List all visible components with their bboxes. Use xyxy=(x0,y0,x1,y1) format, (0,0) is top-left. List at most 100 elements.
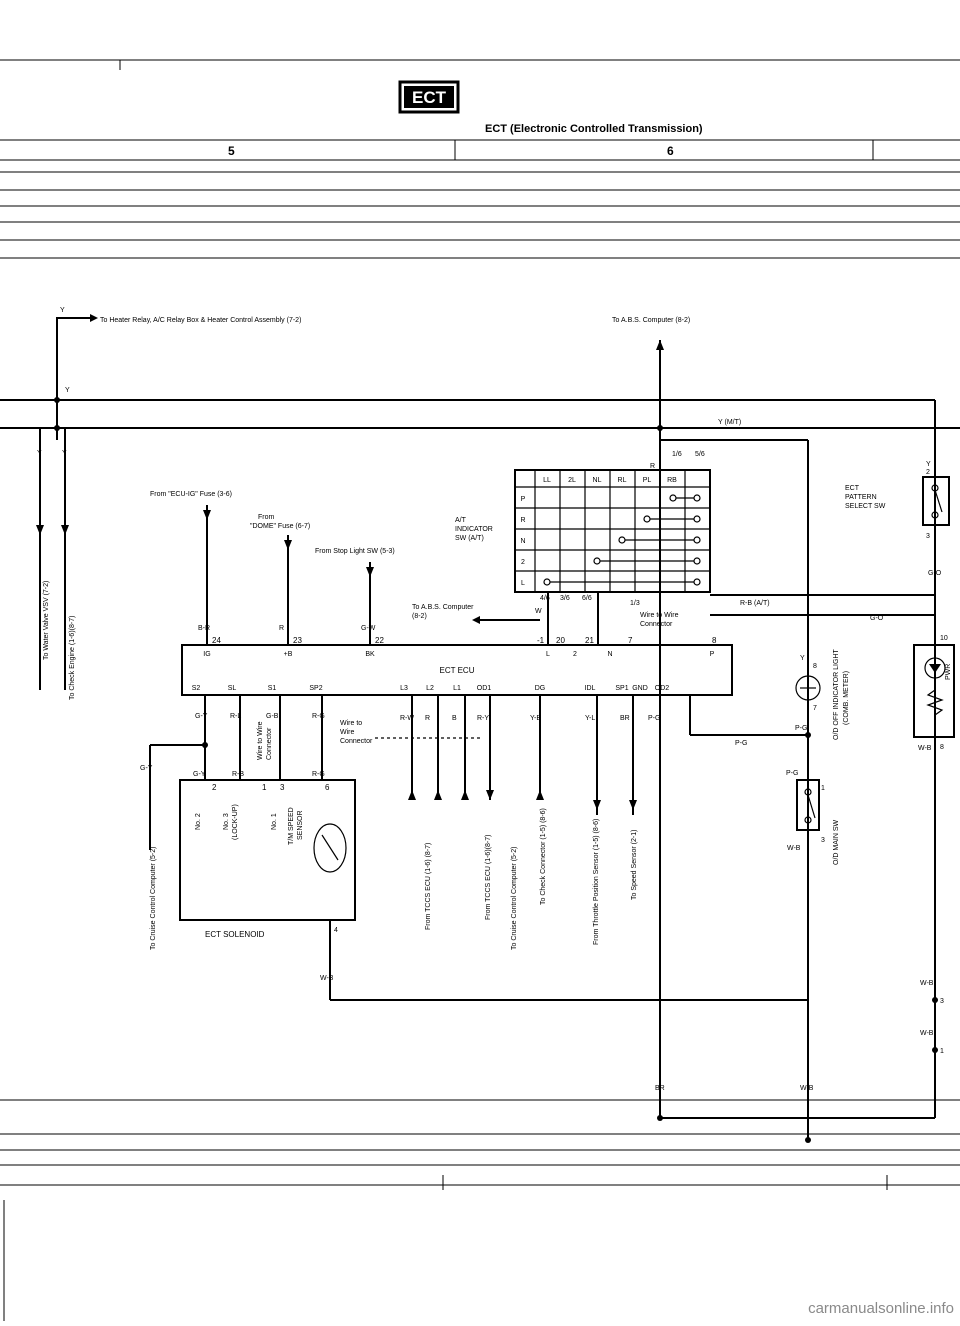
at-switch-col-label: RL xyxy=(618,477,627,484)
svg-text:R: R xyxy=(425,715,430,722)
solenoid-title: ECT SOLENOID xyxy=(205,930,265,939)
watermark: carmanualsonline.info xyxy=(808,1300,954,1317)
svg-text:P-G: P-G xyxy=(735,740,747,747)
tccs-label-1: From TCCS ECU (1-6) (8-7) xyxy=(425,843,432,930)
ecu-bottom-pin-label: L3 xyxy=(400,685,408,692)
comb-meter-label: (COMB. METER) xyxy=(843,671,850,725)
ect-solenoid: G-Y To Cruise Control Computer (5-2) ECT… xyxy=(140,742,808,1001)
throttle-label: From Throttle Position Sensor (1-5) (8-6… xyxy=(593,819,600,945)
svg-text:3: 3 xyxy=(926,533,930,540)
pwr-indicator: PWR 10 8 W-B 3 1 W-B W-B xyxy=(913,635,955,1055)
pattern-sel-3: SELECT SW xyxy=(845,503,886,510)
cruise-mid-label: To Cruise Control Computer (5-2) xyxy=(511,847,518,950)
svg-text:R-G: R-G xyxy=(312,771,325,778)
svg-text:1: 1 xyxy=(262,783,267,792)
header-rules xyxy=(0,59,960,259)
wtw-left-2: Connector xyxy=(266,727,273,760)
ecu-label: ECT ECU xyxy=(440,666,475,675)
speed-sensor-label: To Speed Sensor (2-1) xyxy=(631,830,638,900)
ecu-bottom-pin-label: GND xyxy=(632,685,648,692)
svg-text:6/6: 6/6 xyxy=(582,595,592,602)
ecu-outputs: G-Y R-L G-B R-G R-W R B R-Y Y-B Y-L BR P… xyxy=(195,695,661,815)
at-switch-col-label: PL xyxy=(643,477,652,484)
svg-text:G-O: G-O xyxy=(870,615,884,622)
svg-text:G-O: G-O xyxy=(928,570,942,577)
ecu-top-pin-label: BK xyxy=(365,651,375,658)
at-ind-label-1: A/T xyxy=(455,517,467,524)
svg-text:4: 4 xyxy=(334,927,338,934)
svg-text:1/6: 1/6 xyxy=(672,451,682,458)
cruise-left-label: To Cruise Control Computer (5-2) xyxy=(150,847,157,950)
svg-text:W-B: W-B xyxy=(787,845,801,852)
svg-text:3: 3 xyxy=(940,998,944,1005)
lockup-label: (LOCK-UP) xyxy=(232,804,239,840)
at-switch-row-label: L xyxy=(521,580,525,587)
od-light-label: O/D OFF INDICATOR LIGHT xyxy=(833,649,840,740)
at-ind-label-2: INDICATOR xyxy=(455,526,493,533)
svg-text:BR: BR xyxy=(620,715,630,722)
wtw-mid-2: Wire xyxy=(340,729,354,736)
ecu-bottom-pin-label: L1 xyxy=(453,685,461,692)
svg-text:G-W: G-W xyxy=(361,625,376,632)
svg-text:BR: BR xyxy=(655,1085,665,1092)
svg-text:G-Y: G-Y xyxy=(140,765,153,772)
svg-text:2: 2 xyxy=(926,469,930,476)
from-label: From xyxy=(258,514,275,521)
mid-connector: Wire to Wire Connector Wire to Wire Conn… xyxy=(257,720,480,760)
at-switch-col-label: LL xyxy=(543,477,551,484)
at-ind-label-3: SW (A/T) xyxy=(455,535,484,542)
ecu-bottom-pin-label: S1 xyxy=(268,685,277,692)
check-conn-label: To Check Connector (1-5) (8-6) xyxy=(540,808,547,905)
check-engine-label: To Check Engine (1-6)(8-7) xyxy=(69,616,76,700)
left-vertical-wires: Y Y To Water Valve VSV (7-2) To Check En… xyxy=(36,428,76,700)
svg-text:Y: Y xyxy=(926,461,931,468)
dome-fuse-label: "DOME" Fuse (6-7) xyxy=(250,523,310,530)
y-label-top-2: Y xyxy=(65,387,70,394)
wtw-left-1: Wire to Wire xyxy=(257,721,264,760)
no1-label: No. 1 xyxy=(271,813,278,830)
wtw-mid-3: Connector xyxy=(340,738,373,745)
bottom-labels: From TCCS ECU (1-6) (8-7) From TCCS ECU … xyxy=(425,808,638,950)
svg-text:Y: Y xyxy=(800,655,805,662)
svg-text:R-G: R-G xyxy=(312,713,325,720)
heater-relay-label: To Heater Relay, A/C Relay Box & Heater … xyxy=(100,317,301,324)
water-valve-label: To Water Valve VSV (7-2) xyxy=(43,581,50,660)
svg-text:8: 8 xyxy=(813,663,817,670)
svg-text:G-B: G-B xyxy=(266,713,279,720)
svg-text:R: R xyxy=(279,625,284,632)
ecu-top-pin-label: P xyxy=(710,651,715,658)
ecu-bottom-pin-label: S2 xyxy=(192,685,201,692)
svg-text:R: R xyxy=(650,463,655,470)
at-switch-row-label: R xyxy=(520,517,525,524)
ecu-bottom-pin-label: OD1 xyxy=(477,685,492,692)
svg-text:1: 1 xyxy=(821,785,825,792)
wtw-mid-1: Wire to xyxy=(340,720,362,727)
at-switch-col-label: 2L xyxy=(568,477,576,484)
ecu-inputs: From "ECU-IG" Fuse (3-6) From "DOME" Fus… xyxy=(150,491,395,645)
svg-text:7: 7 xyxy=(813,705,817,712)
at-switch-col-label: NL xyxy=(593,477,602,484)
ecu-top-pin-label: IG xyxy=(203,651,210,658)
tccs-label-2: From TCCS ECU (1-6)(8-7) xyxy=(485,835,492,920)
abs-left-label-2: (8-2) xyxy=(412,613,427,620)
ecu-top-pin-label: L xyxy=(546,651,550,658)
at-wires: R-B (A/T) To A.B.S. Computer (8-2) 20 21… xyxy=(412,592,935,645)
ecu-bottom-pin-label: L2 xyxy=(426,685,434,692)
svg-text:20: 20 xyxy=(556,636,565,645)
svg-text:23: 23 xyxy=(293,636,302,645)
pwr-label: PWR xyxy=(945,664,952,680)
svg-text:1: 1 xyxy=(940,1048,944,1055)
svg-text:P-G: P-G xyxy=(648,715,660,722)
badge-text: ECT xyxy=(412,88,447,107)
svg-text:W: W xyxy=(535,608,542,615)
abs-left-label-1: To A.B.S. Computer xyxy=(412,604,474,611)
y-label-top: Y xyxy=(60,307,65,314)
ecu-bottom-pin-label: DG xyxy=(535,685,546,692)
ecu-bottom-pin-label: OD2 xyxy=(655,685,670,692)
svg-text:5/6: 5/6 xyxy=(695,451,705,458)
bottom-buses: BR W-B xyxy=(0,1085,960,1321)
